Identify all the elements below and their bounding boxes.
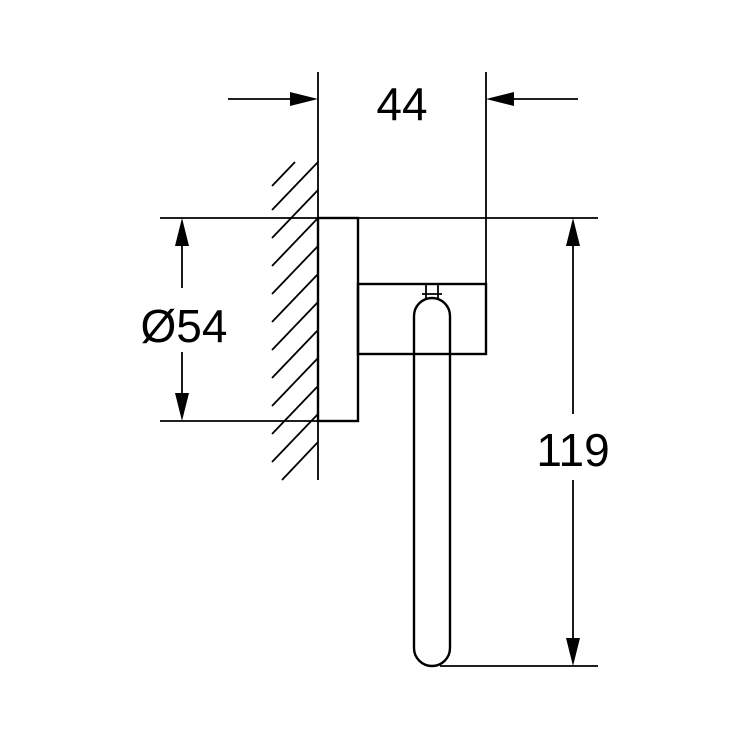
height-label: 119 bbox=[536, 424, 609, 476]
bar-connector bbox=[422, 284, 442, 300]
depth-label: 44 bbox=[376, 78, 427, 130]
wall-hatching bbox=[271, 161, 319, 481]
diameter-label: Ø54 bbox=[141, 300, 228, 352]
height-dimension bbox=[566, 218, 580, 666]
holder-arm bbox=[356, 282, 488, 356]
paper-holder-bar bbox=[412, 296, 452, 668]
diameter-dimension bbox=[175, 218, 189, 421]
depth-dimension bbox=[228, 72, 578, 284]
wall-rosette bbox=[316, 216, 360, 423]
